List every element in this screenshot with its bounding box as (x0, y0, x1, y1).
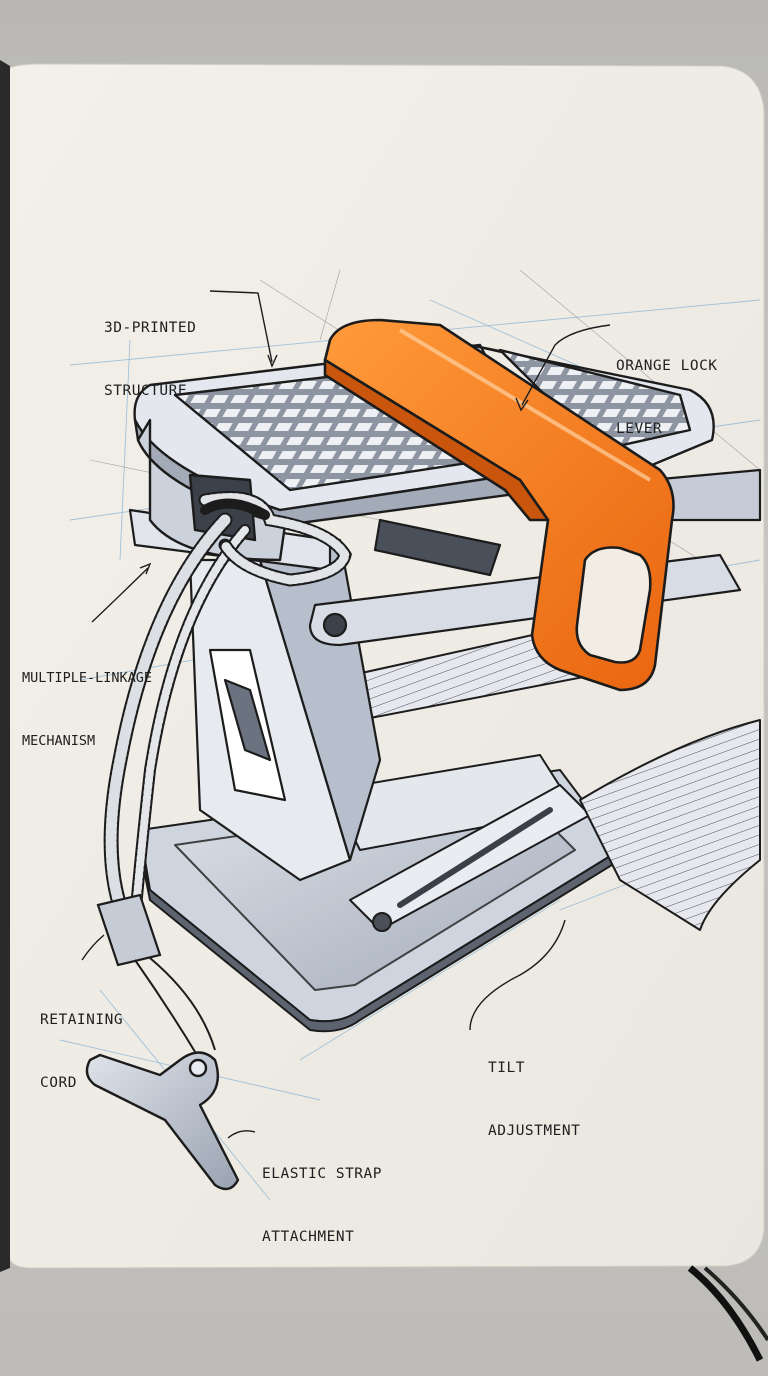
callout-strap-line1: ELASTIC STRAP (262, 1166, 382, 1182)
cord-strands (134, 957, 216, 1061)
orange-lock-lever (323, 318, 675, 692)
retaining-cord (103, 491, 352, 928)
callout-structure-line2: STRUCTURE (104, 383, 188, 399)
callout-3d-printed-structure: 3D-PRINTED STRUCTURE (104, 276, 196, 423)
bookmark-ribbon (687, 1265, 764, 1362)
callout-elastic-strap-attachment: ELASTIC STRAP ATTACHMENT (262, 1122, 382, 1269)
callout-retaining-cord: RETAINING CORD (40, 968, 123, 1115)
callout-cord-line1: RETAINING (40, 1012, 124, 1028)
callout-linkage-line2: MECHANISM (22, 733, 96, 749)
callout-tilt-line2: ADJUSTMENT (488, 1123, 581, 1139)
notebook-page (0, 60, 768, 1362)
strap-clip (85, 1051, 240, 1191)
callout-orange-lock-lever: ORANGE LOCK LEVER (616, 314, 718, 461)
callout-lever-line2: LEVER (616, 421, 663, 437)
callout-leaders (81, 290, 611, 1139)
callout-linkage-line1: MULTIPLE-LINKAGE (22, 670, 153, 686)
callout-lever-line1: ORANGE LOCK (616, 358, 718, 374)
cord-sleeve (96, 893, 162, 967)
callout-multiple-linkage: MULTIPLE-LINKAGE MECHANISM (22, 626, 152, 773)
callout-cord-line2: CORD (40, 1075, 77, 1091)
callout-strap-line2: ATTACHMENT (262, 1229, 355, 1245)
callout-tilt-line1: TILT (488, 1060, 525, 1076)
callout-structure-line1: 3D-PRINTED (104, 320, 197, 336)
callout-tilt-adjustment: TILT ADJUSTMENT (488, 1016, 580, 1163)
